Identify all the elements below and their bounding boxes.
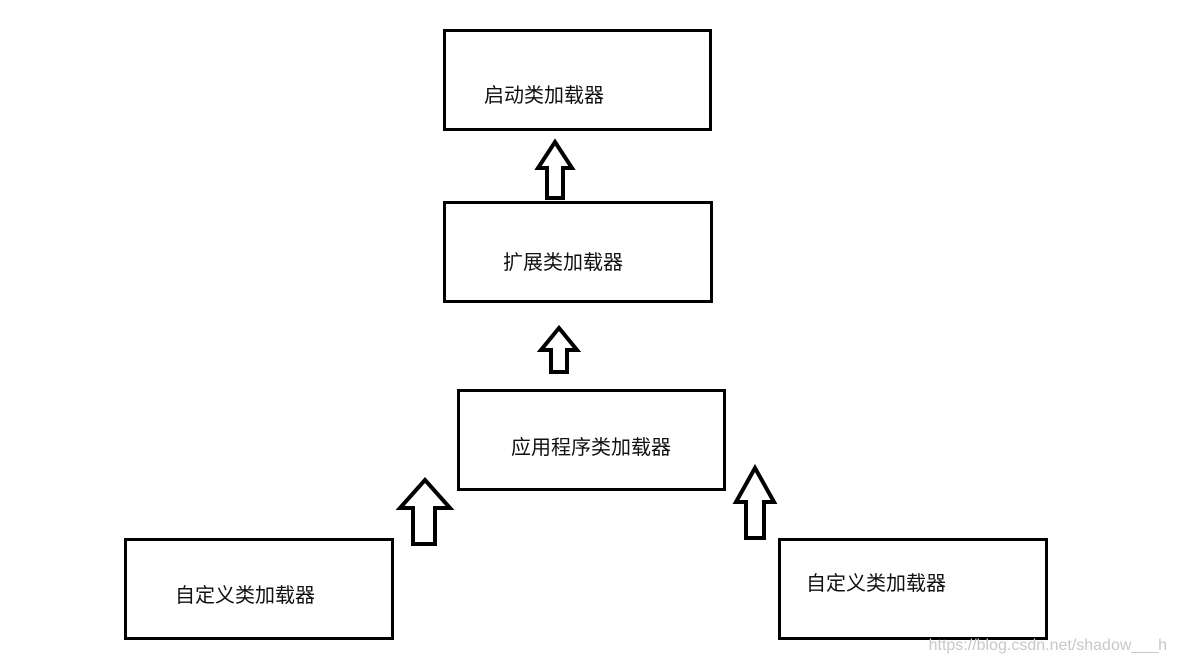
custom-classloader-left-box: 自定义类加载器 <box>124 538 394 640</box>
watermark-url: https://blog.csdn.net/shadow___h <box>928 637 1167 654</box>
arrow-extension-to-bootstrap-icon <box>534 138 576 200</box>
custom-classloader-right-box: 自定义类加载器 <box>778 538 1048 640</box>
bootstrap-classloader-label: 启动类加载器 <box>484 83 604 107</box>
extension-classloader-label: 扩展类加载器 <box>503 250 623 274</box>
custom-classloader-right-label: 自定义类加载器 <box>806 571 946 595</box>
custom-classloader-left-label: 自定义类加载器 <box>175 583 315 607</box>
arrow-custom-left-to-application-icon <box>395 476 455 546</box>
extension-classloader-box: 扩展类加载器 <box>443 201 713 303</box>
arrow-application-to-extension-icon <box>536 324 582 374</box>
bootstrap-classloader-box: 启动类加载器 <box>443 29 712 131</box>
application-classloader-label: 应用程序类加载器 <box>511 435 671 459</box>
application-classloader-box: 应用程序类加载器 <box>457 389 726 491</box>
arrow-custom-right-to-application-icon <box>732 463 778 540</box>
